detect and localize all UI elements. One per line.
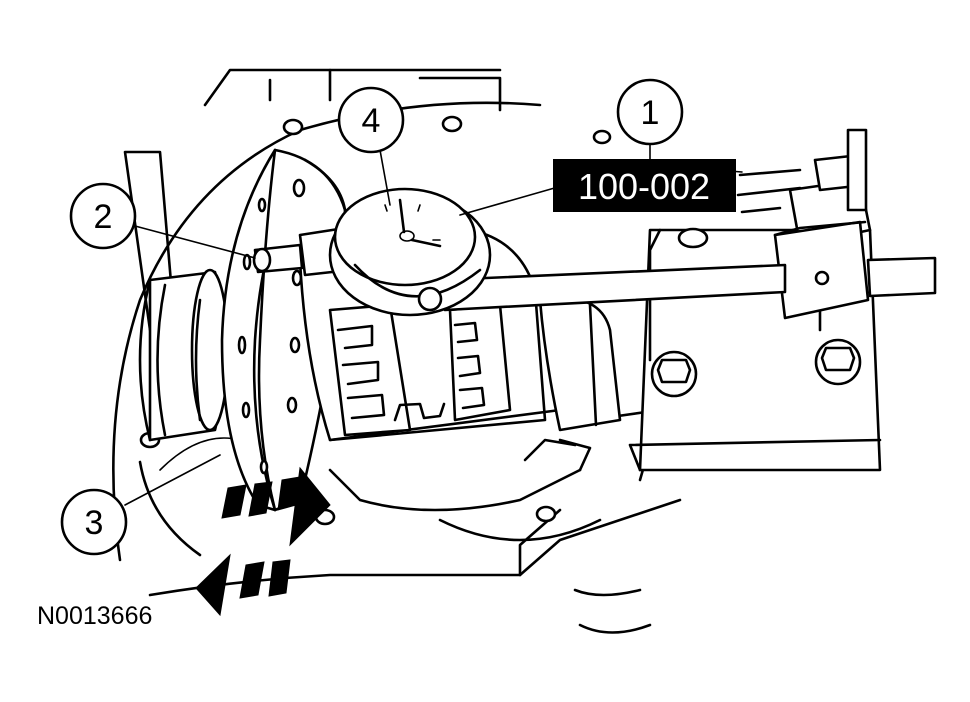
callout-4: 4 — [337, 86, 405, 154]
runout-motion-arrows — [195, 466, 331, 617]
callout-2-number: 2 — [94, 198, 113, 236]
dial-indicator — [252, 187, 492, 317]
callout-1: 1 — [616, 78, 684, 146]
callout-1-number: 1 — [641, 94, 660, 132]
callout-3-number: 3 — [85, 504, 104, 542]
callout-4-number: 4 — [362, 102, 381, 140]
callout-2: 2 — [69, 182, 137, 250]
tool-label-100-002: 100-002 — [553, 159, 736, 212]
tool-label-text: 100-002 — [578, 166, 710, 207]
figure-id: N0013666 — [37, 602, 152, 630]
magnetic-base-clamp — [736, 128, 937, 320]
callout-3: 3 — [60, 488, 128, 556]
side-bearing — [138, 268, 230, 442]
